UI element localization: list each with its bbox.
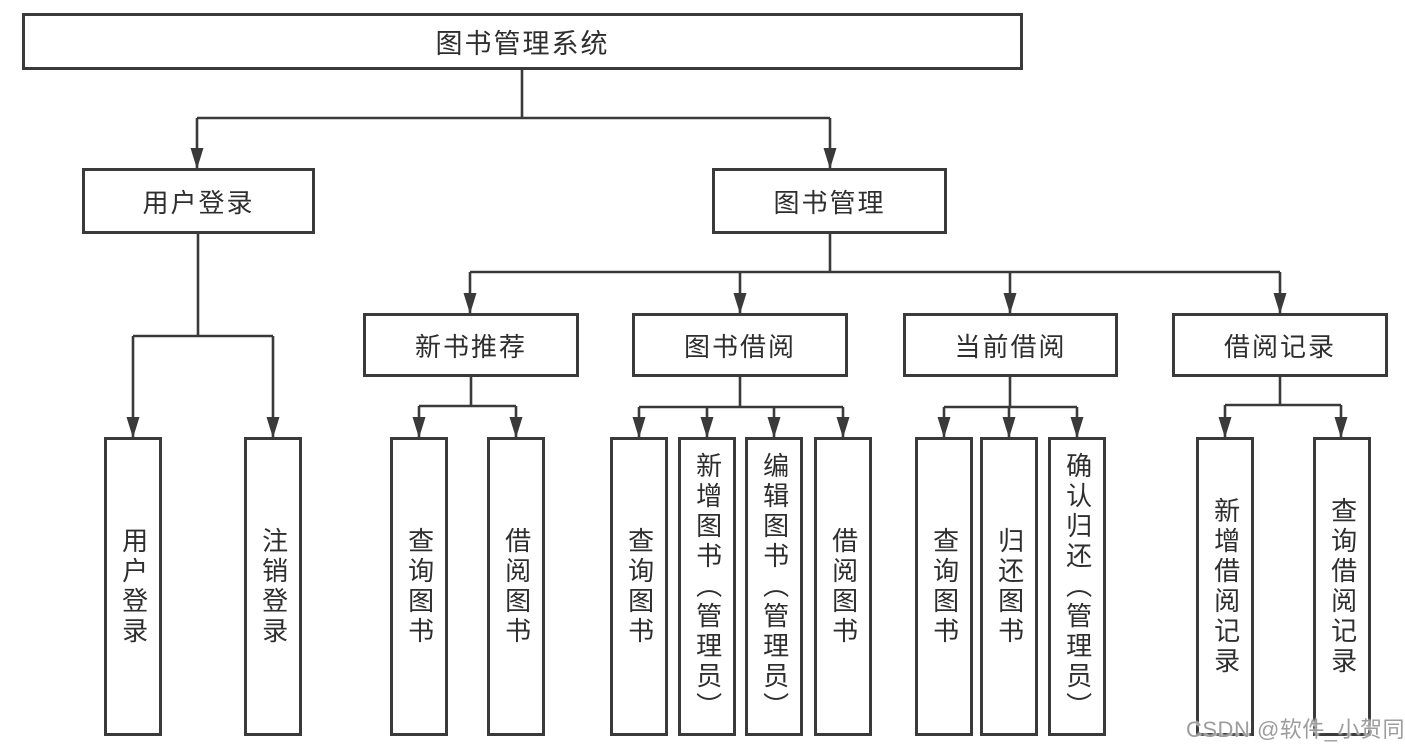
node-label: 新书推荐 [414, 331, 527, 362]
watermark-text: CSDN @软件_小贺同学 [1186, 717, 1405, 742]
leaf-query-borrow-record: 查询借阅记录 [1313, 437, 1371, 736]
node-label: 借阅图书 [828, 526, 859, 647]
node-label: 图书管理 [773, 187, 886, 218]
node-label: 新增借阅记录 [1210, 496, 1241, 677]
node-label: 编辑图书（管理员） [759, 451, 790, 722]
leaf-query-books-current: 查询图书 [915, 437, 973, 736]
node-label: 注销登录 [258, 526, 289, 647]
leaf-return-books: 归还图书 [980, 437, 1038, 736]
node-book-management: 图书管理 [712, 168, 947, 234]
node-label: 用户登录 [142, 187, 255, 218]
leaf-query-books-recommend: 查询图书 [390, 437, 448, 736]
node-label: 用户登录 [118, 526, 149, 647]
leaf-borrow-books-recommend: 借阅图书 [487, 437, 545, 736]
node-user-login: 用户登录 [82, 168, 315, 234]
node-label: 图书管理系统 [435, 29, 610, 59]
node-book-borrowing: 图书借阅 [632, 313, 848, 377]
leaf-user-login: 用户登录 [104, 437, 162, 736]
leaf-edit-book-admin: 编辑图书（管理员） [745, 437, 803, 736]
node-label: 查询图书 [404, 526, 435, 647]
node-label: 借阅记录 [1223, 331, 1336, 362]
leaf-logout: 注销登录 [244, 437, 302, 736]
leaf-add-book-admin: 新增图书（管理员） [678, 437, 736, 736]
leaf-query-books-borrowing: 查询图书 [610, 437, 668, 736]
node-label: 当前借阅 [954, 331, 1067, 362]
node-label: 查询图书 [624, 526, 655, 647]
node-label: 归还图书 [994, 526, 1025, 647]
node-label: 新增图书（管理员） [692, 451, 723, 722]
node-label: 借阅图书 [501, 526, 532, 647]
node-label: 查询借阅记录 [1327, 496, 1358, 677]
node-label: 图书借阅 [683, 331, 796, 362]
leaf-add-borrow-record: 新增借阅记录 [1196, 437, 1254, 736]
node-label: 查询图书 [929, 526, 960, 647]
node-current-borrowing: 当前借阅 [903, 313, 1118, 377]
node-library-system: 图书管理系统 [22, 13, 1023, 70]
node-label: 确认归还（管理员） [1062, 451, 1093, 722]
leaf-borrow-books: 借阅图书 [814, 437, 872, 736]
node-borrowing-records: 借阅记录 [1172, 313, 1388, 377]
node-new-book-recommend: 新书推荐 [363, 313, 579, 377]
leaf-confirm-return-admin: 确认归还（管理员） [1048, 437, 1106, 736]
